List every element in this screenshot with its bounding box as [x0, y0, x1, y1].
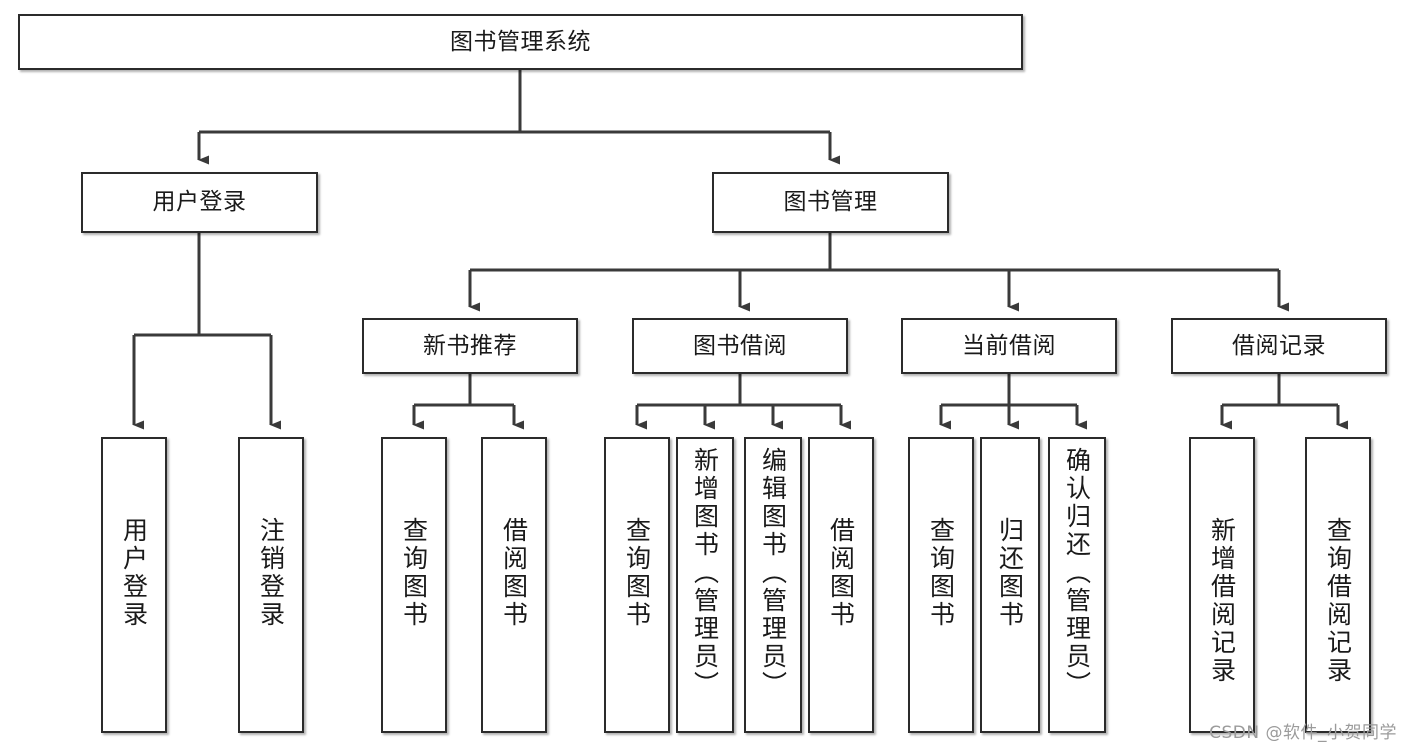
node-leaf-query-book-recommend[interactable]: 查询图书: [381, 437, 447, 733]
node-leaf-query-borrow-record[interactable]: 查询借阅记录: [1305, 437, 1371, 733]
node-user-login[interactable]: 用户登录: [81, 172, 318, 233]
node-new-book-recommend[interactable]: 新书推荐: [362, 318, 578, 374]
node-leaf-user-login[interactable]: 用户登录: [101, 437, 167, 733]
node-label: 图书借阅: [693, 332, 787, 359]
node-root-book-management-system[interactable]: 图书管理系统: [18, 14, 1023, 70]
node-label: 查询图书: [622, 517, 652, 629]
node-label: 用户登录: [119, 517, 149, 629]
node-label: 借阅图书: [499, 517, 529, 629]
node-label: 借阅记录: [1232, 332, 1326, 359]
node-leaf-return-book[interactable]: 归还图书: [980, 437, 1040, 733]
node-leaf-borrow-book[interactable]: 借阅图书: [808, 437, 874, 733]
node-leaf-confirm-return-admin[interactable]: 确认归还（管理员）: [1048, 437, 1106, 733]
node-leaf-logout[interactable]: 注销登录: [238, 437, 304, 733]
node-label: 查询图书: [926, 517, 956, 629]
node-leaf-query-book-borrow[interactable]: 查询图书: [604, 437, 670, 733]
node-label: 新增借阅记录: [1207, 517, 1237, 685]
node-leaf-edit-book-admin[interactable]: 编辑图书（管理员）: [744, 437, 802, 733]
node-label: 查询借阅记录: [1323, 517, 1353, 685]
node-book-borrow[interactable]: 图书借阅: [632, 318, 848, 374]
node-label: 新增图书（管理员）: [690, 447, 720, 699]
node-book-management[interactable]: 图书管理: [712, 172, 949, 233]
node-label: 图书管理: [783, 189, 878, 216]
node-label: 借阅图书: [826, 517, 856, 629]
node-label: 确认归还（管理员）: [1062, 447, 1092, 699]
node-borrow-record[interactable]: 借阅记录: [1171, 318, 1387, 374]
node-label: 查询图书: [399, 517, 429, 629]
node-label: 编辑图书（管理员）: [758, 447, 788, 699]
node-leaf-query-book-current[interactable]: 查询图书: [908, 437, 974, 733]
node-label: 图书管理系统: [450, 28, 591, 55]
node-current-borrow[interactable]: 当前借阅: [901, 318, 1117, 374]
node-label: 用户登录: [152, 189, 247, 216]
node-leaf-add-book-admin[interactable]: 新增图书（管理员）: [676, 437, 734, 733]
node-label: 注销登录: [256, 517, 286, 629]
node-label: 归还图书: [995, 517, 1025, 629]
csdn-watermark: CSDN @软件_小贺同学: [1209, 723, 1397, 743]
node-leaf-borrow-book-recommend[interactable]: 借阅图书: [481, 437, 547, 733]
node-label: 当前借阅: [962, 332, 1056, 359]
node-label: 新书推荐: [423, 332, 517, 359]
node-leaf-add-borrow-record[interactable]: 新增借阅记录: [1189, 437, 1255, 733]
